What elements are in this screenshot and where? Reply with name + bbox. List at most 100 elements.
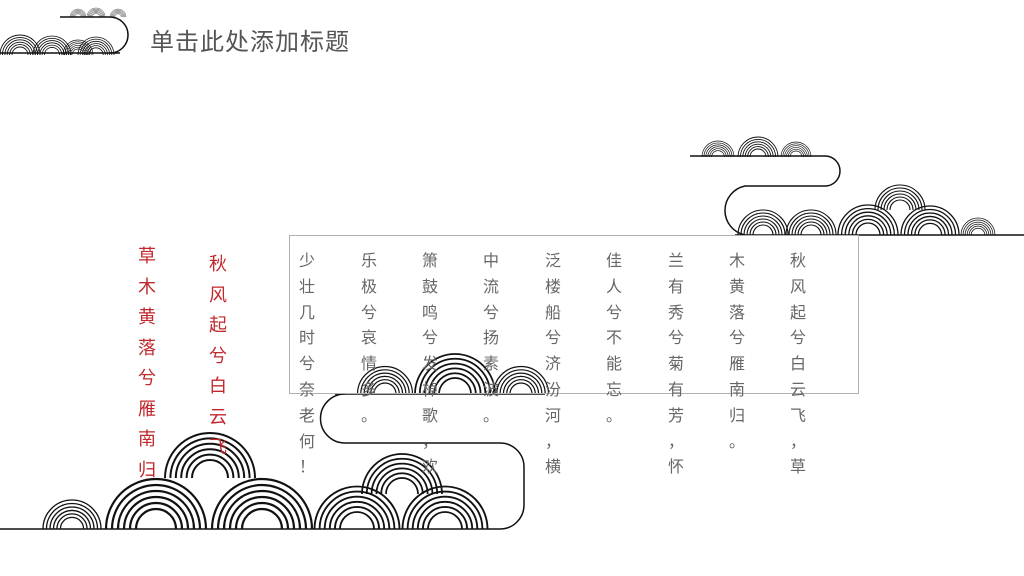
verse-char: 流: [482, 276, 499, 296]
verse-char: ，: [421, 431, 438, 451]
verse-char: 起: [789, 302, 806, 322]
verse-char: 。: [605, 405, 622, 425]
poem-column-1: 少壮几时兮奈老何 ！: [297, 248, 317, 480]
verse-char: 草: [789, 457, 806, 477]
verse-char: 多: [360, 379, 377, 399]
verse-char: 哀: [360, 328, 377, 348]
verse-char: 情: [360, 354, 377, 374]
verse-char: 兮: [605, 302, 622, 322]
top-left-cloud: [0, 7, 129, 56]
verse-char: 秋: [209, 254, 227, 275]
slide-title[interactable]: 单击此处添加标题: [150, 28, 350, 56]
verse-char: 飞: [789, 405, 806, 425]
middle-cloud: [319, 353, 550, 530]
verse-char: 风: [789, 276, 806, 296]
verse-char: 发: [421, 354, 438, 374]
verse-char: 汾: [544, 379, 561, 399]
verse-char: ，: [789, 431, 806, 451]
verse-char: 几: [298, 302, 315, 322]
verse-char: 兮: [138, 368, 156, 389]
verse-char: 横: [544, 457, 561, 477]
poem-text-frame: [289, 235, 859, 394]
verse-char: 兮: [298, 354, 315, 374]
verse-char: 人: [605, 276, 622, 296]
poem-column-6: 佳人兮不能忘。: [604, 248, 624, 429]
verse-char: 乐: [360, 251, 377, 270]
verse-char: 黄: [138, 307, 156, 328]
poem-column-7: 兰有秀兮菊有芳，怀: [666, 248, 686, 480]
verse-char: 泛: [544, 251, 561, 270]
red-verse-1: 草木黄落兮雁南归: [136, 242, 158, 486]
verse-char: 佳: [605, 251, 622, 270]
verse-char: 有: [667, 379, 684, 399]
verse-char: 船: [544, 302, 561, 322]
verse-char: 兮: [209, 345, 227, 367]
verse-char: 雁: [728, 354, 745, 374]
verse-char: 兮: [482, 302, 499, 322]
verse-char: 木: [138, 276, 156, 298]
verse-char: 鼓: [421, 276, 438, 296]
verse-char: 怀: [667, 457, 684, 477]
verse-char: 菊: [667, 354, 684, 374]
verse-char: 归: [138, 459, 156, 481]
verse-char: 起: [209, 315, 227, 336]
verse-char: 风: [209, 284, 227, 306]
verse-char: 草: [138, 246, 156, 267]
verse-char: 楼: [544, 276, 561, 296]
verse-char: 。: [360, 405, 377, 425]
verse-char: 白: [209, 376, 227, 397]
verse-char: 南: [728, 379, 745, 399]
verse-char: 秋: [789, 251, 806, 270]
verse-char: 箫: [421, 251, 438, 270]
verse-char: 兮: [360, 302, 377, 322]
verse-char: 壮: [298, 276, 315, 296]
verse-char: 飞: [209, 437, 227, 458]
verse-char: 时: [298, 328, 315, 348]
verse-char: 波: [482, 379, 499, 399]
poem-column-5: 泛楼船兮济汾河，横: [543, 248, 563, 480]
verse-char: ！: [298, 457, 315, 477]
verse-char: 白: [789, 354, 806, 374]
verse-char: 奈: [298, 379, 315, 399]
bottom-left-cloud: [0, 432, 500, 531]
verse-char: 能: [605, 354, 622, 374]
verse-char: 老: [298, 405, 315, 425]
verse-char: 芳: [667, 405, 684, 425]
verse-char: 兮: [728, 328, 745, 348]
verse-char: 兮: [789, 328, 806, 348]
verse-char: 落: [728, 302, 745, 322]
verse-char: 极: [360, 276, 377, 296]
verse-char: 少: [298, 251, 315, 270]
red-verse-2: 秋风起兮白云飞: [207, 250, 229, 464]
verse-char: 秀: [667, 302, 684, 322]
verse-char: 鸣: [421, 302, 438, 322]
verse-char: 云: [789, 379, 806, 399]
verse-char: 黄: [728, 276, 745, 296]
verse-char: 河: [544, 405, 561, 425]
verse-char: 兰: [667, 251, 684, 270]
verse-char: ，: [544, 431, 561, 451]
verse-char: 兮: [421, 328, 438, 348]
verse-char: 扬: [482, 328, 499, 348]
verse-char: 中: [482, 251, 499, 270]
poem-column-8: 木黄落兮雁南归。: [727, 248, 747, 454]
verse-char: 歌: [421, 405, 438, 425]
poem-column-3: 箫鼓鸣兮发棹歌 ， 欢: [420, 248, 440, 480]
poem-column-4: 中流兮扬素波。: [481, 248, 501, 429]
verse-char: 有: [667, 276, 684, 296]
poem-column-9: 秋风起兮白云飞 ， 草: [788, 248, 808, 480]
verse-char: 云: [209, 406, 227, 428]
verse-char: 雁: [138, 398, 156, 420]
verse-char: 南: [138, 429, 156, 450]
verse-char: 棹: [421, 379, 438, 399]
verse-char: 欢: [421, 457, 438, 477]
verse-char: 兮: [667, 328, 684, 348]
verse-char: 何: [298, 431, 315, 451]
verse-char: 。: [482, 405, 499, 425]
top-right-cloud: [690, 136, 1024, 236]
verse-char: 兮: [544, 328, 561, 348]
verse-char: 木: [728, 251, 745, 270]
verse-char: 落: [138, 337, 156, 359]
verse-char: 。: [728, 431, 745, 451]
verse-char: 归: [728, 405, 745, 425]
